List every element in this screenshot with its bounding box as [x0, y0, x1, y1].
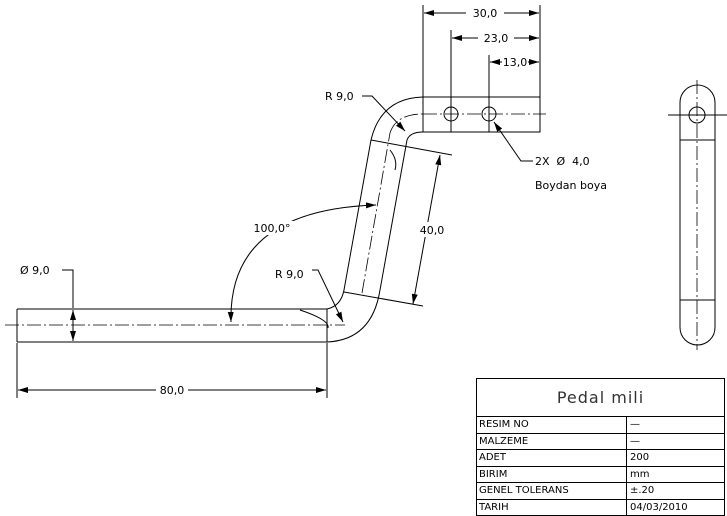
- radius-bottom-label: R 9,0: [275, 268, 304, 281]
- row-label: MALZEME: [477, 434, 627, 450]
- holes-label: 2X Ø 4,0: [535, 155, 590, 168]
- radius-top-label: R 9,0: [325, 90, 354, 103]
- holes-note: Boydan boya: [535, 179, 607, 192]
- part-front-view: [5, 97, 546, 342]
- title-block-row: MALZEME—: [477, 434, 724, 451]
- dim-80: 80,0: [160, 384, 185, 397]
- row-value: ±.20: [627, 483, 654, 499]
- dim-40: 40,0: [420, 224, 445, 237]
- row-value: —: [627, 417, 640, 433]
- title-block-row: GENEL TOLERANS±.20: [477, 483, 724, 500]
- dim-30: 30,0: [473, 7, 498, 20]
- dim-23: 23,0: [484, 32, 509, 45]
- row-label: ADET: [477, 450, 627, 466]
- part-side-view: [668, 80, 727, 350]
- row-value: —: [627, 434, 640, 450]
- drawing-title: Pedal mili: [477, 379, 724, 417]
- title-block-row: RESIM NO—: [477, 417, 724, 434]
- row-label: GENEL TOLERANS: [477, 483, 627, 499]
- angle-label: 100,0°: [254, 222, 291, 235]
- diameter-label: Ø 9,0: [20, 264, 50, 277]
- row-label: RESIM NO: [477, 417, 627, 433]
- top-dimensions: 30,0 23,0 13,0: [423, 5, 540, 98]
- row-label: BIRIM: [477, 467, 627, 483]
- row-value: 200: [627, 450, 649, 466]
- dim-13: 13,0: [503, 56, 528, 69]
- row-value: mm: [627, 467, 649, 483]
